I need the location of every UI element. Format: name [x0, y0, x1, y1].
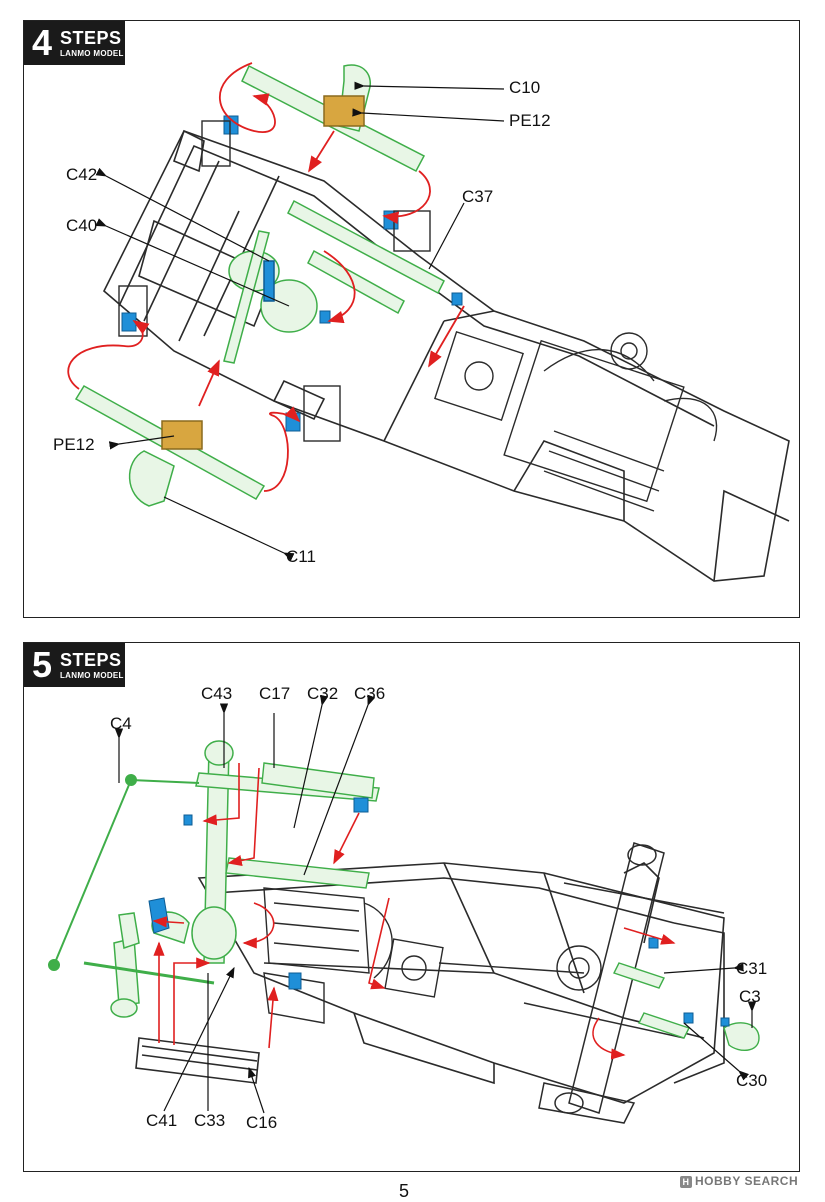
callout-c41: C41 [146, 1111, 178, 1130]
front-axle [83, 740, 380, 1018]
front-axle-upper [241, 64, 445, 315]
step-badge: 4 STEPS LANMO MODEL [24, 21, 125, 65]
step-badge: 5 STEPS LANMO MODEL [24, 643, 125, 687]
brand-label: LANMO MODEL [60, 671, 124, 680]
callout-c37: C37 [462, 187, 494, 206]
callout-c36: C36 [354, 684, 386, 703]
front-axle-lower [74, 384, 266, 507]
differential [223, 230, 318, 364]
brand-label: LANMO MODEL [60, 49, 124, 58]
chassis-frame [103, 129, 790, 582]
tie-rod [48, 774, 200, 971]
callout-c43: C43 [201, 684, 233, 703]
callout-pe12-bottom: PE12 [53, 435, 95, 454]
step-title: STEPS [60, 28, 122, 48]
leaf-springs [225, 762, 760, 1051]
rear-axle [523, 842, 725, 1124]
callout-c30: C30 [736, 1071, 768, 1090]
callout-c40: C40 [66, 216, 98, 235]
callout-pe12-top: PE12 [509, 111, 551, 130]
leader-lines [114, 694, 757, 1114]
callout-c3: C3 [739, 987, 761, 1006]
step-5-diagram [48, 694, 760, 1124]
engine-block [434, 331, 718, 512]
watermark-logo-icon: H [680, 1176, 692, 1188]
callout-c10: C10 [509, 78, 541, 97]
callout-c42: C42 [66, 165, 98, 184]
leaf-spring-pack [135, 1037, 260, 1084]
highlighted-parts [148, 797, 730, 1027]
step-4-diagram [67, 62, 790, 582]
frame-brackets [118, 120, 431, 442]
callout-c33: C33 [194, 1111, 226, 1130]
assembly-arrows [152, 763, 676, 1060]
assembly-arrows [67, 62, 465, 492]
step-4-panel: 4 STEPS LANMO MODEL [23, 20, 800, 618]
step-number: 5 [32, 644, 53, 685]
leader-lines [95, 81, 505, 561]
step-title: STEPS [60, 650, 122, 670]
step-number: 4 [32, 22, 53, 63]
callout-c31: C31 [736, 959, 768, 978]
engine-block [263, 887, 602, 1024]
watermark-text: HOBBY SEARCH [695, 1174, 799, 1188]
callout-c16: C16 [246, 1113, 278, 1132]
callout-c11: C11 [286, 547, 316, 566]
callout-c17: C17 [259, 684, 291, 703]
step-5-panel: 5 STEPS LANMO MODEL [23, 642, 800, 1172]
page-number: 5 [399, 1181, 410, 1201]
callout-c32: C32 [307, 684, 339, 703]
callout-c4: C4 [110, 714, 132, 733]
